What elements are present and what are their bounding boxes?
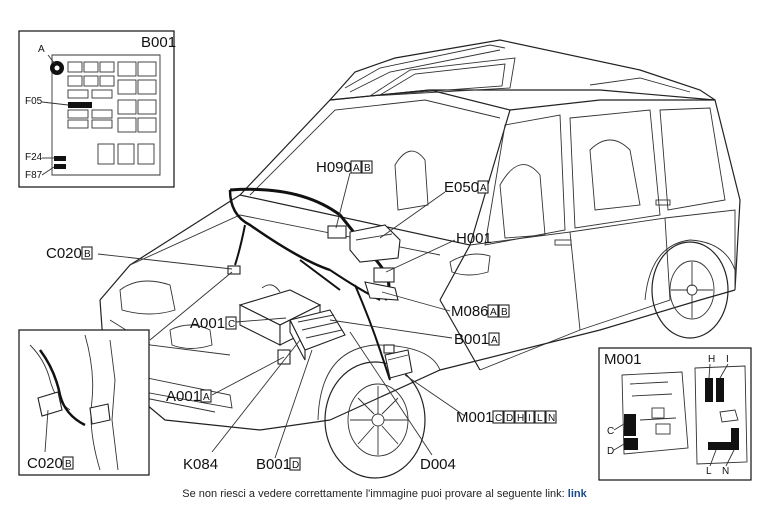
callout-c020: C020 B xyxy=(46,245,93,262)
callout-b001-d-suffix: D xyxy=(292,460,299,471)
callout-a001-c: A001 C xyxy=(190,315,237,332)
callout-d004-code: D004 xyxy=(420,456,456,473)
inset-b001-title: B001 xyxy=(141,34,176,51)
callout-b001-a-code: B001 xyxy=(454,331,489,348)
callout-m086-suffix-b: B xyxy=(501,307,508,318)
callout-m001-suffix-l: L xyxy=(537,413,543,424)
footer-link[interactable]: link xyxy=(567,488,587,500)
inset-c020-code: C020 xyxy=(27,455,63,472)
c020-component xyxy=(227,265,241,275)
inset-m001-label-c: C xyxy=(607,426,614,437)
callout-h090-code: H090 xyxy=(316,159,352,176)
e050-module xyxy=(349,224,401,263)
callout-m001-suffix-h: H xyxy=(517,413,524,424)
callout-c020-suffix-b: B xyxy=(84,249,91,260)
callout-k084: K084 xyxy=(183,456,218,473)
callout-h090-suffix-a: A xyxy=(353,163,360,174)
callout-h090-suffix-b: B xyxy=(364,163,371,174)
callout-m001-suffix-c: C xyxy=(495,413,502,424)
h090-component xyxy=(327,225,347,239)
callout-m001-suffix-n: N xyxy=(548,413,555,424)
inset-c020-suffix-b: B xyxy=(65,459,72,470)
callout-a001-a-suffix: A xyxy=(203,392,210,403)
callout-b001-d-code: B001 xyxy=(256,456,291,473)
inset-m001-label-i: I xyxy=(726,354,729,365)
h001-component xyxy=(373,267,395,283)
callout-e050-code: E050 xyxy=(444,179,479,196)
callout-h001-code: H001 xyxy=(456,230,492,247)
m001-control-unit xyxy=(384,349,413,379)
callout-e050-suffix-a: A xyxy=(480,183,487,194)
callout-k084-code: K084 xyxy=(183,456,218,473)
callout-b001-d: B001 D xyxy=(256,456,301,473)
callout-m001-suffix-i: I xyxy=(528,413,531,424)
callout-m086-suffix-a: A xyxy=(490,307,497,318)
callout-m086-code: M086 xyxy=(451,303,489,320)
callout-h090: H090 A B xyxy=(316,159,373,176)
callout-c020-code: C020 xyxy=(46,245,82,262)
m086-component xyxy=(364,281,399,301)
d004-component xyxy=(383,344,395,354)
callout-h001: H001 xyxy=(456,230,492,247)
callout-m086: M086 A B xyxy=(451,303,510,320)
callout-m001: M001 C D H I L N xyxy=(456,409,557,426)
inset-m001: M001 C D H I L N xyxy=(598,347,752,481)
inset-m001-label-n: N xyxy=(722,466,729,477)
callout-a001-a: A001 A xyxy=(166,388,212,405)
callout-m001-suffix-d: D xyxy=(506,413,513,424)
fuse-box-b001 xyxy=(289,309,346,361)
callout-b001-a-suffix: A xyxy=(491,335,498,346)
leader-lines xyxy=(97,172,466,459)
inset-m001-label-h: H xyxy=(708,354,715,365)
vehicle-wiring-diagram: B001 A F05 F24 F87 xyxy=(18,30,752,481)
inset-m001-label-l: L xyxy=(706,466,712,477)
inset-b001-label-a: A xyxy=(38,44,45,55)
inset-m001-label-d: D xyxy=(607,446,614,457)
callout-m001-code: M001 xyxy=(456,409,494,426)
inset-b001-label-f05: F05 xyxy=(25,96,43,107)
callout-b001-a: B001 A xyxy=(454,331,500,348)
footer-caption: Se non riesci a vedere correttamente l'i… xyxy=(0,488,769,500)
inset-b001-label-f24: F24 xyxy=(25,152,43,163)
inset-c020: C020 B xyxy=(18,329,150,476)
footer-text: Se non riesci a vedere correttamente l'i… xyxy=(182,488,568,500)
callout-e050: E050 A xyxy=(444,179,489,196)
inset-m001-title: M001 xyxy=(604,351,642,368)
callout-d004: D004 xyxy=(420,456,456,473)
callout-a001-a-code: A001 xyxy=(166,388,201,405)
inset-b001: B001 A F05 F24 F87 xyxy=(18,30,176,188)
callout-a001-c-code: A001 xyxy=(190,315,225,332)
inset-b001-label-f87: F87 xyxy=(25,170,43,181)
callout-a001-c-suffix: C xyxy=(228,319,235,330)
